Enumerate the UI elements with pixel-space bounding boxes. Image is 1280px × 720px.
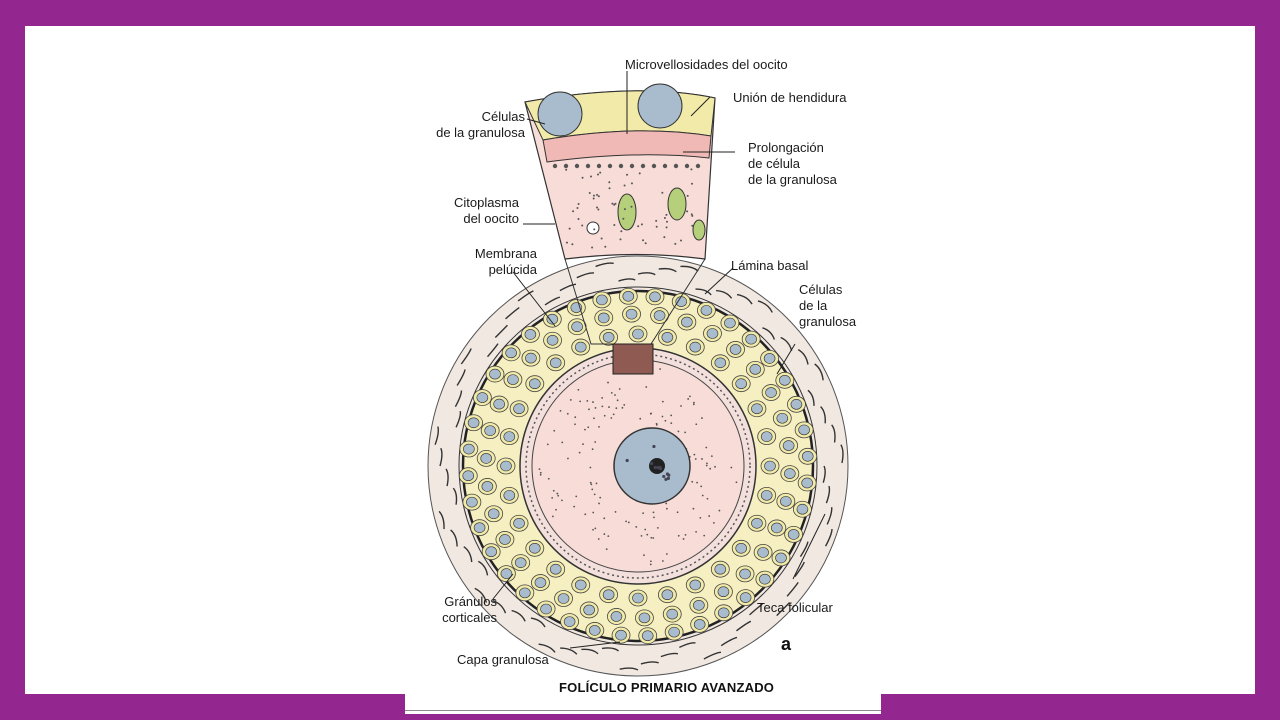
slide: Microvellosidades del oocito Unión de he… [25,26,1255,694]
label-granulos-corticales: Gránulos corticales [405,594,497,626]
follicle-diagram: Microvellosidades del oocito Unión de he… [405,54,881,714]
bottom-rule [405,710,881,711]
label-union-hendidura: Unión de hendidura [733,90,846,106]
label-prolongacion: Prolongación de célula de la granulosa [748,140,837,188]
panel-letter: a [781,634,791,655]
nucleolus [649,458,665,474]
label-celulas-granulosa-top: Células de la granulosa [405,109,525,141]
label-microvellosidades: Microvellosidades del oocito [625,57,788,73]
figure-title: FOLÍCULO PRIMARIO AVANZADO [559,680,774,695]
label-membrana-pelucida: Membrana pelúcida [405,246,537,278]
label-citoplasma: Citoplasma del oocito [405,195,519,227]
label-lamina-basal: Lámina basal [731,258,808,274]
label-capa-granulosa: Capa granulosa [457,652,549,668]
label-celulas-granulosa-right: Células de la granulosa [799,282,856,330]
label-teca-folicular: Teca folicular [757,600,833,616]
